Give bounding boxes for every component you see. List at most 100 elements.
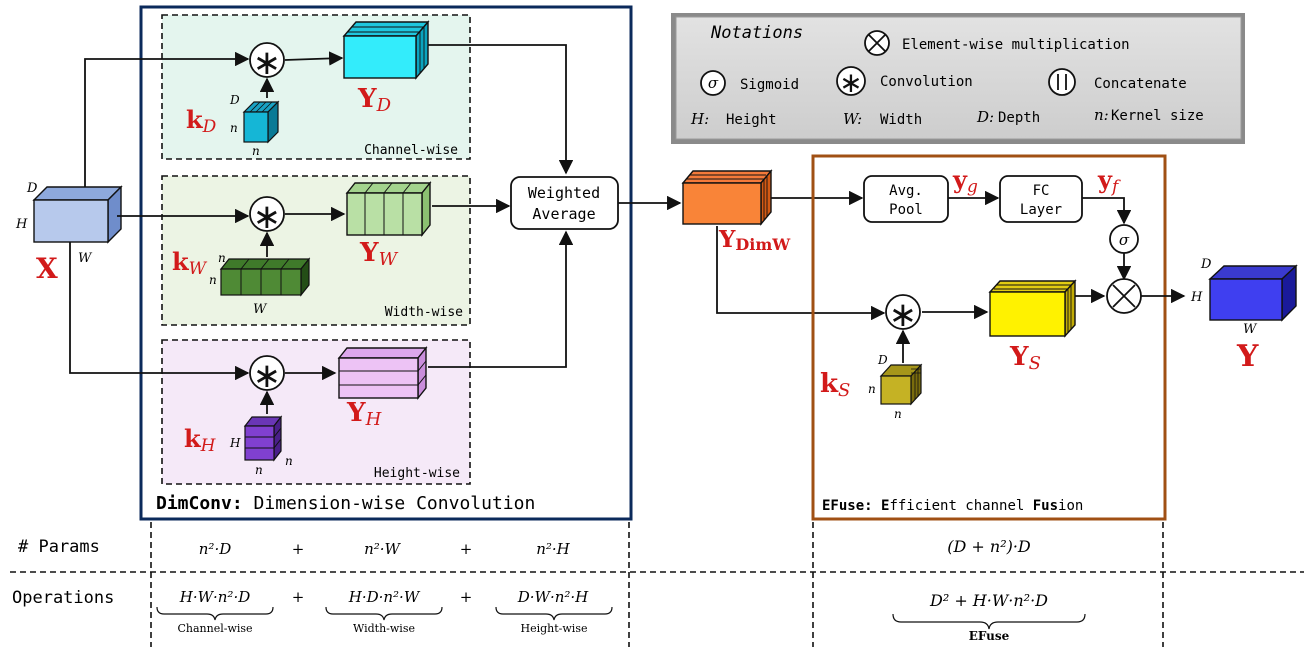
kernel-h-block [243,415,283,462]
notation-width-key: W: [843,110,862,128]
output-dim-h: H [1190,290,1203,305]
yf-label: yf [1097,165,1121,197]
yw-feature-block [345,181,432,237]
dimconv-title: DimConv: Dimension-wise Convolution [156,493,535,514]
ops-width: H·D·n²·W [348,588,421,606]
channel-conv-node: ∗ [249,42,285,83]
kw-label: kW [172,247,208,279]
yd-feature-block [342,20,430,80]
yh-feature-block [337,346,428,400]
output-tensor-y [1208,264,1298,322]
notations-panel: Notations Element-wise multiplication σ … [671,13,1245,144]
svg-text:∗: ∗ [889,295,918,335]
svg-text:σ: σ [1119,231,1130,249]
kw-dim-top: n [218,251,226,265]
ops-plus-1: + [292,588,305,606]
ydimw-label: YDimW [718,226,791,254]
notation-height: Height [726,112,777,128]
svg-text:∗: ∗ [253,197,282,237]
notation-elementwise: Element-wise multiplication [902,37,1130,53]
params-plus-2: + [460,540,473,558]
ops-row-label: Operations [12,588,114,608]
kernel-w-block [219,257,311,297]
kd-dim-top: D [229,93,240,107]
svg-text:∗: ∗ [839,66,862,99]
output-dim-d: D [1200,257,1212,272]
params-width: n²·W [364,540,401,558]
fc-line2: Layer [1020,202,1062,218]
notation-depth: Depth [998,110,1040,126]
svg-text:σ: σ [708,74,719,92]
notations-title: Notations [710,23,803,43]
weighted-average-line2: Average [532,205,595,223]
width-conv-node: ∗ [249,196,285,237]
ops-underbraces [156,606,1086,630]
notation-convolution: Convolution [880,74,973,90]
notation-kernel: Kernel size [1111,108,1204,124]
sigmoid-icon: σ [700,70,726,96]
kh-label: kH [184,424,217,456]
avg-pool-node: Avg. Pool [863,175,949,223]
ks-dim-top: D [877,353,888,367]
params-plus-1: + [292,540,305,558]
wire-yd-to-average [428,44,574,175]
kw-dim-left: n [209,273,217,287]
input-dim-w: W [78,251,93,266]
notation-sigmoid: Sigmoid [740,77,799,93]
fc-layer-node: FC Layer [999,175,1083,223]
avgpool-line1: Avg. [889,183,923,199]
wire-yh-to-average [428,230,574,368]
notation-kernel-key: n: [1094,106,1109,124]
concatenate-icon [1048,68,1076,96]
width-wise-caption: Width-wise [385,305,463,320]
efuse-frame [811,154,1167,521]
output-label: Y [1236,339,1259,374]
sigmoid-node: σ [1109,224,1139,254]
params-channel: n²·D [199,540,231,558]
efuse-conv-node: ∗ [885,294,921,335]
kh-dim-right: n [285,454,293,468]
efuse-ops-caption: EFuse [969,629,1010,643]
wire-channel-conv-to-yd [284,51,344,66]
kernel-d-cube [242,100,280,144]
notation-depth-key: D: [976,108,994,126]
kd-dim-left: n [230,121,238,135]
kd-label: kD [186,105,217,137]
input-tensor-x [32,185,123,244]
height-conv-node: ∗ [249,355,285,396]
input-dim-d: D [26,181,38,196]
ops-caption-channel: Channel-wise [177,622,252,635]
wire-ydimw-to-conv [716,226,886,321]
svg-text:∗: ∗ [253,43,282,83]
svg-text:∗: ∗ [253,356,282,396]
ys-label: YS [1009,342,1041,374]
notation-height-key: H: [690,110,709,128]
weighted-average-node: Weighted Average [510,176,619,230]
wire-x-to-height-conv [69,242,250,381]
yd-label: YD [357,84,392,116]
weighted-average-line1: Weighted [528,184,600,202]
params-row-label: # Params [18,537,100,557]
notation-concatenate: Concatenate [1094,76,1187,92]
input-label: X [36,252,58,285]
yw-label: YW [359,238,399,270]
yg-label: yg [952,165,978,197]
ops-plus-2: + [460,588,473,606]
kernel-s-cube [879,363,923,406]
wire-fc-to-sigmoid [1082,197,1132,225]
ops-caption-height: Height-wise [521,622,588,635]
output-dim-w: W [1243,322,1258,337]
notation-width: Width [880,112,922,128]
ks-dim-bottom: n [894,407,902,421]
kw-dim-bottom: W [253,302,268,317]
channel-wise-caption: Channel-wise [364,143,458,158]
ops-height: D·W·n²·H [517,588,589,606]
efuse-title: EFuse: Efficient channel Fusion [822,498,1083,514]
input-dim-h: H [15,217,28,232]
kd-dim-bottom: n [252,144,260,158]
convolution-icon: ∗ [836,66,866,99]
dimconv-frame [139,5,633,521]
avgpool-line2: Pool [889,202,923,218]
